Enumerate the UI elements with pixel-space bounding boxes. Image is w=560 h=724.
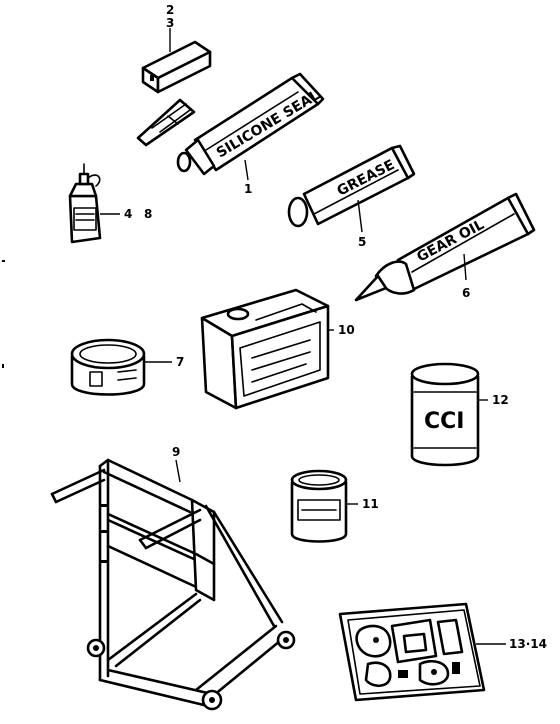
part-nozzle: [136, 98, 196, 147]
part-tube-silicone-seal: SILICONE SEAL: [176, 72, 325, 181]
callout-3: 3: [166, 16, 174, 30]
callout-2: 2: [166, 3, 174, 17]
callout-11: 11: [362, 497, 379, 511]
part-gasket-kit: [338, 602, 506, 702]
can-label-cci: CCI: [424, 409, 464, 434]
part-cci-can: CCI: [410, 362, 488, 467]
callout-10: 10: [338, 323, 355, 337]
callout-8: 8: [144, 207, 152, 221]
callout-9: 9: [172, 445, 180, 459]
part-block: [141, 28, 212, 94]
callout-7: 7: [176, 355, 184, 369]
callout-6: 6: [462, 286, 470, 300]
part-small-jar: [290, 469, 358, 543]
callout-12: 12: [492, 393, 509, 407]
callout-5: 5: [358, 235, 366, 249]
margin-mark-bottom: [2, 364, 4, 368]
callout-13-14: 13·14: [509, 637, 547, 651]
part-tube-grease: GREASE: [287, 144, 416, 233]
margin-mark-top: [2, 260, 5, 262]
part-round-tin: [70, 338, 172, 396]
part-square-can: [200, 288, 334, 410]
part-tube-gear-oil: GEAR OIL: [354, 192, 536, 302]
part-oil-bottle: [68, 163, 120, 244]
part-engine-stand: [50, 458, 296, 711]
callout-4: 4: [124, 207, 132, 221]
callout-1: 1: [244, 182, 252, 196]
